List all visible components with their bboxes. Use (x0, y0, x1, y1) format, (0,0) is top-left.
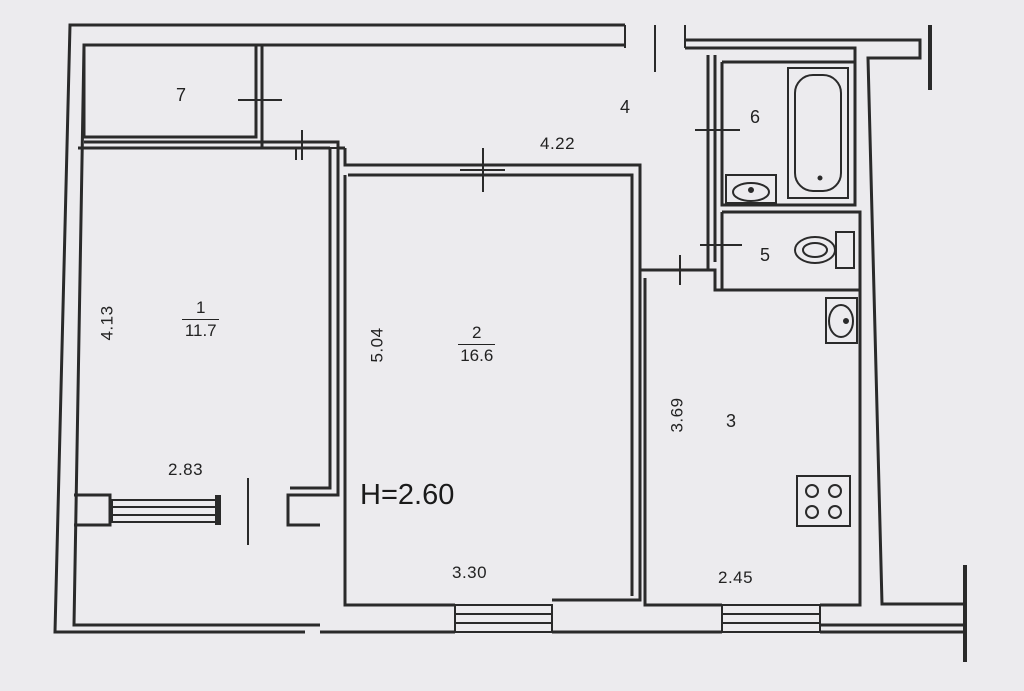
bathroom-walls (706, 55, 862, 290)
windows (111, 25, 821, 633)
kitchen-sink (825, 297, 858, 344)
room-2-walls (338, 146, 642, 607)
hall-width-dimension: 4.22 (540, 134, 576, 153)
room-3-walls (640, 268, 862, 607)
room-1-area: 11.7 (184, 321, 217, 340)
bathtub (787, 67, 849, 199)
room-3-width-dimension: 2.45 (718, 568, 754, 587)
door-markers (238, 25, 742, 545)
toilet (794, 231, 855, 269)
room-2-number: 2 (458, 323, 496, 345)
room-2-area-block: 2 16.6 (458, 323, 496, 367)
room-2-area: 16.6 (460, 346, 494, 365)
room-7-walls (82, 43, 264, 142)
room-3-number: 3 (726, 411, 737, 431)
ceiling-height-label: H=2.60 (360, 479, 455, 511)
room-2-height-dimension: 5.04 (367, 327, 387, 363)
outer-walls (53, 23, 967, 662)
room-7-number: 7 (176, 85, 187, 105)
room-1-area-block: 1 11.7 (182, 298, 220, 342)
room-4-number: 4 (620, 97, 631, 117)
room-1-width-dimension: 2.83 (168, 460, 204, 479)
room-3-height-dimension: 3.69 (667, 397, 687, 433)
bathroom-sink (725, 174, 777, 204)
room-1-height-dimension: 4.13 (97, 305, 117, 341)
room-5-number: 5 (760, 245, 771, 265)
room-2-width-dimension: 3.30 (452, 563, 488, 582)
stove (796, 475, 851, 527)
room-1-number: 1 (182, 298, 220, 320)
room-6-number: 6 (750, 107, 761, 127)
